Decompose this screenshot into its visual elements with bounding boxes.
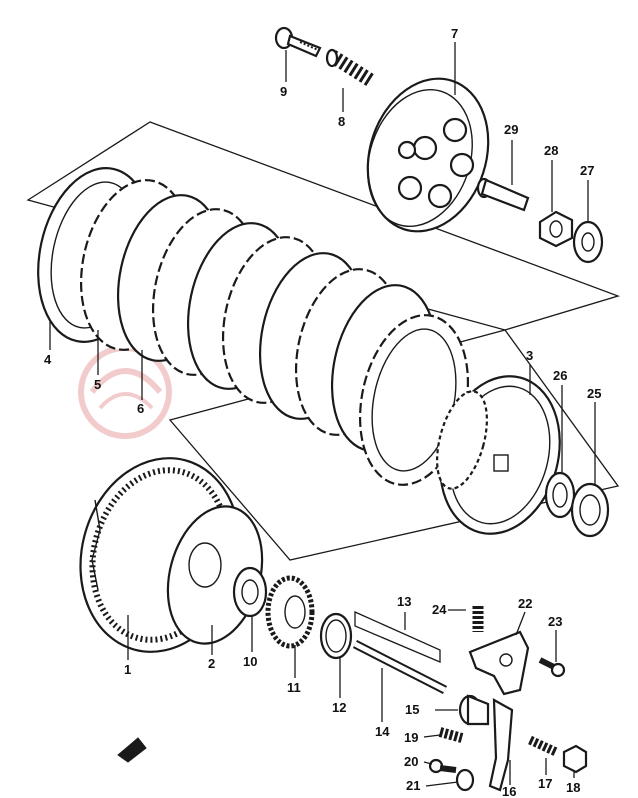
bolt-23 [538, 657, 566, 678]
callout-29: 29 [504, 122, 518, 137]
spring-19 [438, 727, 464, 743]
clutch-plate-stack [37, 167, 470, 486]
callout-11: 11 [287, 680, 301, 695]
washer-21 [455, 768, 475, 792]
gear-11 [265, 575, 315, 649]
nut-28 [538, 210, 574, 248]
callout-12: 12 [332, 700, 346, 715]
ring-12 [319, 612, 353, 660]
callout-26: 26 [553, 368, 567, 383]
clutch-hub [436, 375, 561, 535]
callout-3: 3 [526, 348, 533, 363]
callout-1: 1 [124, 662, 131, 677]
bolt-20 [428, 758, 457, 774]
callout-25: 25 [587, 386, 601, 401]
washer-25 [570, 482, 610, 538]
release-lever-22 [468, 630, 530, 696]
front-arrow-icon [117, 737, 147, 763]
callout-4: 4 [44, 352, 52, 367]
callout-20: 20 [404, 754, 418, 769]
bolt-9 [274, 26, 322, 58]
callout-2: 2 [208, 656, 215, 671]
callout-17: 17 [538, 776, 552, 791]
callout-16: 16 [502, 784, 516, 798]
spring-8 [325, 48, 374, 86]
callout-22: 22 [518, 596, 532, 611]
callout-15: 15 [405, 702, 419, 717]
piece-15 [458, 694, 490, 726]
washer-26 [544, 471, 576, 519]
callout-28: 28 [544, 143, 558, 158]
callout-18: 18 [566, 780, 580, 795]
arm-16 [488, 698, 514, 792]
callout-5: 5 [94, 377, 101, 392]
callout-9: 9 [280, 84, 287, 99]
pushrod-14 [352, 610, 448, 695]
spring-17 [528, 735, 558, 757]
callout-23: 23 [548, 614, 562, 629]
callout-8: 8 [338, 114, 345, 129]
callout-19: 19 [404, 730, 418, 745]
pushrod-29 [476, 177, 530, 212]
callout-10: 10 [243, 654, 257, 669]
leader-lines [49, 42, 596, 787]
callout-24: 24 [432, 602, 447, 617]
spacer-10 [232, 566, 268, 618]
callout-6: 6 [137, 401, 144, 416]
washer-27 [572, 220, 604, 264]
nut-18 [562, 744, 588, 774]
callout-27: 27 [580, 163, 594, 178]
callout-13: 13 [397, 594, 411, 609]
callout-21: 21 [406, 778, 420, 793]
callout-14: 14 [375, 724, 390, 739]
pressure-plate [366, 77, 490, 233]
callout-7: 7 [451, 26, 458, 41]
